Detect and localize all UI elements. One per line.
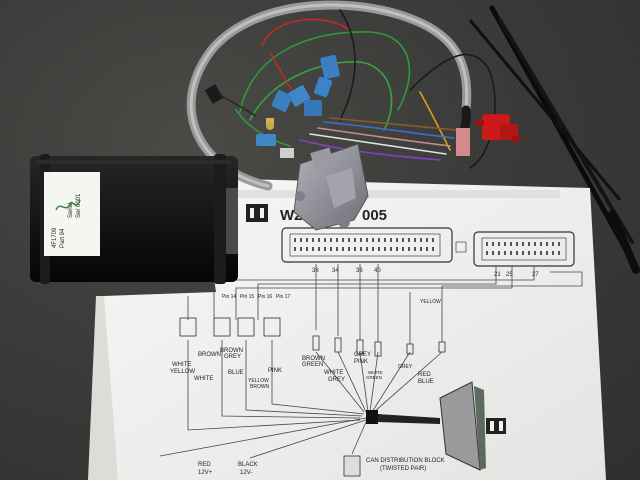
can-block-sub: (TWISTED PAIR) <box>380 466 426 472</box>
ecu-connector-a <box>281 227 467 263</box>
wire-label-brown-grey-2: GREY <box>224 354 241 360</box>
can-block-label: CAN DISTRIBUTION BLOCK <box>366 458 445 464</box>
wire-color-labels: WHITE YELLOW WHITE BROWN BROWN GREY BLUE… <box>170 294 441 390</box>
pin-row-label: Pin 17 <box>276 294 290 300</box>
power-black-voltage: 12V- <box>240 470 252 476</box>
wire-label-white-grey: WHITE <box>324 370 343 376</box>
wire-label-pink: PINK <box>268 368 282 374</box>
wire-label-yellow: YELLOW <box>420 299 441 305</box>
wire-label-blue: BLUE <box>228 370 244 376</box>
power-black-label: BLACK <box>238 462 258 468</box>
wire-label-grey-pink: GREY <box>354 352 371 358</box>
wire-label-white-yellow: WHITE <box>172 362 191 368</box>
wire-label-white-grey-2: GREY <box>328 377 345 383</box>
ecu-connector-b <box>473 231 575 267</box>
power-labels: RED 12V+ BLACK 12V- CAN DISTRIBUTION BLO… <box>198 458 445 476</box>
sticker-line-2: Part 94 <box>60 228 66 248</box>
module-sticker: 4F1709 Part 94 Serial Ser 0001 <box>44 172 100 256</box>
wire-label-grey-pink-2: PINK <box>354 359 368 365</box>
wire-label-yellow-brown: YELLOW <box>248 378 269 384</box>
wire-label-white-green-2: GREEN <box>366 375 382 380</box>
small-terminals <box>204 84 294 158</box>
wire-label-red-blue: RED <box>418 372 431 378</box>
wire-label-brown: BROWN <box>198 352 221 358</box>
diagram-terminals <box>179 317 446 477</box>
connector-b-pin-numbers: 21 25 27 <box>494 272 539 278</box>
pin-row-label: Pin 16 <box>258 294 272 300</box>
pin-label: 27 <box>532 272 539 278</box>
db-connector-drawing <box>439 381 486 471</box>
pin-row-label: Pin 14 <box>222 294 236 300</box>
harness-wires <box>209 9 496 169</box>
wire-label-white: WHITE <box>194 376 213 382</box>
pin-label: 25 <box>506 272 513 278</box>
blue-connectors <box>256 54 340 146</box>
wire-label-yellow-brown-2: BROWN <box>250 384 270 390</box>
harness-sleeve <box>378 414 440 424</box>
power-red-voltage: 12V+ <box>198 470 213 476</box>
sticker-line-4: Ser 0001 <box>76 193 82 218</box>
sticker-line-3: Serial <box>68 203 74 218</box>
wire-label-brown-green-2: GREEN <box>302 362 323 368</box>
pin-label: 21 <box>494 272 501 278</box>
cable-ties <box>468 5 640 274</box>
pin-row-label: Pin 15 <box>240 294 254 300</box>
wire-label-brown-green: BROWN <box>302 356 325 362</box>
wire-label-brown-grey: BROWN <box>220 348 243 354</box>
diagram-wires <box>159 264 583 459</box>
power-red-label: RED <box>198 462 211 468</box>
sticker-line-1: 4F1709 <box>52 227 58 248</box>
db-connector <box>293 143 369 231</box>
wire-label-white-yellow-2: YELLOW <box>170 369 195 375</box>
pin-label: 34 <box>332 268 339 274</box>
diagram-logo <box>246 204 268 222</box>
inline-fuse <box>456 128 470 156</box>
diagram-logo-small <box>486 418 506 434</box>
wire-label-white-green: WHITE <box>368 370 383 375</box>
red-splice-connector <box>476 114 520 142</box>
wire-label-grey: GREY <box>398 364 413 370</box>
wire-label-red-blue-2: BLUE <box>418 379 434 385</box>
splice-block <box>366 410 378 424</box>
diagram-title-suffix: 005 <box>362 207 387 224</box>
handwritten-signature <box>55 199 81 211</box>
